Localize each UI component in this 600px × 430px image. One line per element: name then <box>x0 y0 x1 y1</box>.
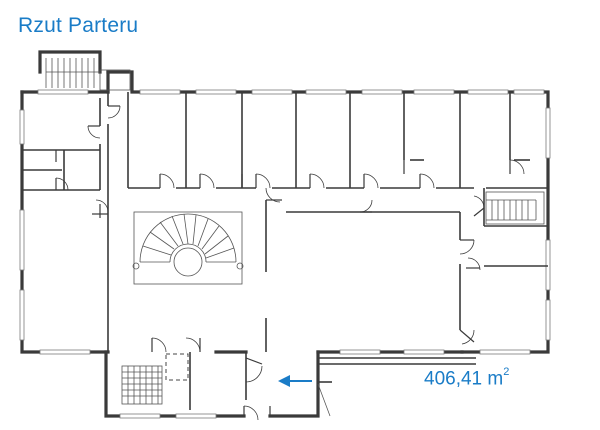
left-rooms <box>22 92 121 352</box>
plan-title: Rzut Parteru <box>18 14 139 37</box>
spiral-staircase <box>132 211 244 285</box>
office-doors <box>159 159 525 189</box>
top-left-staircase <box>38 50 131 91</box>
windows <box>19 89 551 419</box>
right-rooms <box>473 188 548 267</box>
floor-area-value: 406,41 m <box>424 368 504 390</box>
floor-area-label: 406,41 m2 <box>424 366 510 390</box>
entrance-arrow-icon <box>278 375 312 387</box>
floor-area-unit-exponent: 2 <box>503 366 510 378</box>
right-staircase <box>485 191 545 225</box>
exterior-walls <box>20 70 550 418</box>
entrance-block <box>105 337 331 421</box>
central-hall <box>265 187 481 352</box>
office-row-walls <box>127 92 548 189</box>
